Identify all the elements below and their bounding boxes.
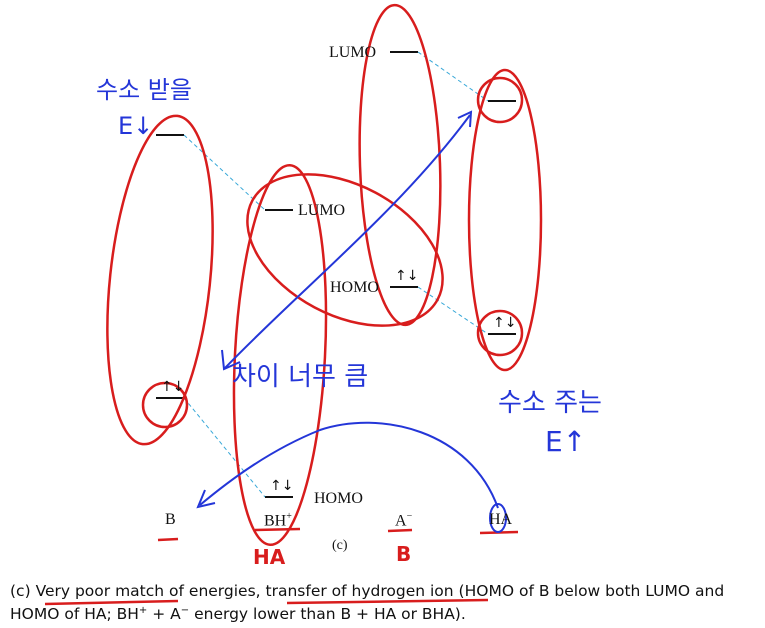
correlation-lines — [183, 51, 489, 498]
red-annotations — [44, 3, 543, 606]
pair-bha-homo: ↑↓ — [493, 315, 516, 331]
caption-part6: energy lower than B + HA or BHA). — [189, 605, 466, 624]
panel-label: (c) — [332, 538, 348, 553]
loop-bh — [232, 163, 328, 547]
energy-levels — [156, 51, 516, 498]
loop-ha-label — [489, 503, 507, 533]
arc-transfer — [199, 421, 499, 509]
label-homo-ha: HOMO — [330, 279, 379, 296]
pair-ha-homo: ↑↓ — [395, 268, 418, 284]
caption-plus: + — [138, 605, 148, 616]
underline-caption-1 — [44, 599, 179, 606]
species-a-text: A — [395, 512, 407, 530]
species-b: B — [165, 511, 176, 528]
dash-ha-homo — [417, 286, 489, 335]
underline-caption-2 — [286, 598, 489, 605]
annotation-under-a: B — [396, 542, 412, 566]
arrow-long — [224, 114, 471, 369]
species-a-charge: − — [406, 511, 413, 522]
label-homo-bh: HOMO — [314, 490, 363, 507]
loop-lumo-homo — [246, 173, 444, 327]
species-bh-text: BH — [264, 512, 287, 530]
annotation-right-2: E↑ — [545, 425, 587, 458]
loop-ha — [358, 3, 442, 327]
loop-bha-homo — [476, 309, 524, 357]
underline-bh — [254, 527, 301, 532]
annotation-right: 수소 주는 — [498, 388, 602, 418]
pair-b-homo: ↑↓ — [161, 379, 184, 395]
loop-b-homo — [141, 381, 189, 429]
label-lumo-bh: LUMO — [298, 202, 346, 219]
underline-b — [157, 537, 179, 542]
loop-bha-top — [476, 76, 524, 124]
underline-a — [387, 528, 413, 533]
loop-bha — [467, 68, 543, 372]
pair-bh-homo: ↑↓ — [270, 478, 293, 494]
species-a: A− — [395, 511, 412, 530]
blue-annotations — [196, 110, 507, 533]
caption-part1: Very poor match — [35, 582, 165, 600]
species-ha: HA — [489, 511, 513, 528]
arrowhead-arc — [196, 489, 216, 509]
annotation-top-left: 수소 받을 — [96, 76, 192, 104]
caption-part2: of energies, — [164, 582, 266, 600]
dash-b-lumo — [183, 134, 266, 211]
annotation-top-left-2: E↓ — [118, 112, 154, 140]
species-bh-charge: + — [286, 511, 292, 522]
loop-b — [106, 114, 214, 446]
caption-part3: transfer of hydrogen ion — [265, 582, 454, 600]
caption-label: (c) — [10, 582, 31, 600]
caption-part4: (HOMO of B below both LUMO and HOMO of H… — [10, 582, 725, 624]
caption-part5: + A — [147, 605, 181, 624]
figure-caption: (c) Very poor match of energies, transfe… — [10, 582, 760, 624]
annotation-middle: 차이 너무 큼 — [232, 362, 369, 392]
dash-ha-lumo — [417, 51, 489, 102]
arrowhead-bottom — [221, 349, 241, 371]
annotation-under-bh: HA — [253, 545, 286, 569]
label-lumo-ha: LUMO — [329, 44, 377, 61]
species-bh: BH+ — [264, 511, 292, 530]
electron-pairs: ↑↓ ↑↓ ↑↓ ↑↓ — [161, 268, 516, 494]
arrowhead-top — [457, 110, 473, 128]
dash-b-homo — [183, 397, 266, 498]
caption-minus: − — [180, 605, 190, 616]
